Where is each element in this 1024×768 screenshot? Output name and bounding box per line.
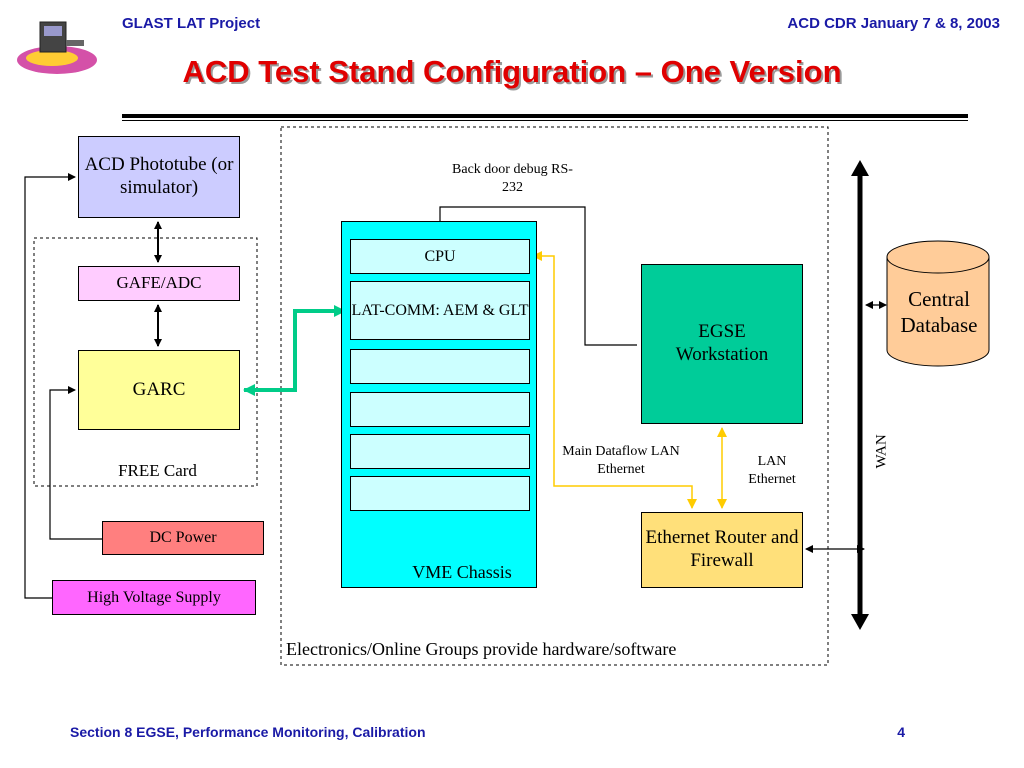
empty-slot [350,434,530,469]
header-event: ACD CDR January 7 & 8, 2003 [787,15,1000,32]
footer-section: Section 8 EGSE, Performance Monitoring, … [70,724,426,740]
page-number: 4 [897,724,905,740]
hv-to-phototube-wire [24,173,76,599]
glast-logo [17,21,97,74]
empty-slot [350,476,530,511]
cpu-slot: CPU [350,239,530,274]
page-title: ACD Test Stand Configuration – One Versi… [182,54,842,89]
wan-arrow-bottom [851,614,869,630]
wan-arrow-top [851,160,869,176]
vme-chassis-label: VME Chassis [412,562,512,582]
main-dataflow-link [532,251,697,509]
garc-latcomm-link [243,305,346,396]
garc-block: GARC [78,350,240,430]
electronics-outline [280,126,829,666]
latcomm-slot: LAT-COMM: AEM & GLT [350,281,530,340]
electronics-note: Electronics/Online Groups provide hardwa… [286,639,677,659]
central-db-top [886,240,990,274]
header-project: GLAST LAT Project [122,15,261,32]
egse-workstation-block: EGSE Workstation [641,264,803,424]
ethernet-router-block: Ethernet Router and Firewall [641,512,803,588]
gafe-adc-block: GAFE/ADC [78,266,240,301]
empty-slot [350,349,530,384]
dc-power-block: DC Power [102,521,264,555]
free-card-outline [33,237,258,487]
central-database-label: Central Database [900,287,978,338]
empty-slot [350,392,530,427]
title-rule [122,114,968,118]
lan-ethernet-label: LAN Ethernet [748,454,796,487]
backdoor-label: Back door debug RS-232 [452,162,573,195]
hv-supply-block: High Voltage Supply [52,580,256,615]
dcpower-to-garc-wire [49,386,102,540]
wan-label: WAN [873,434,890,469]
acd-phototube-block: ACD Phototube (or simulator) [78,136,240,218]
title-rule-thin [122,120,968,121]
main-dataflow-label: Main Dataflow LAN Ethernet [562,444,680,477]
central-db-cylinder [886,257,990,367]
free-card-label: FREE Card [118,461,197,480]
